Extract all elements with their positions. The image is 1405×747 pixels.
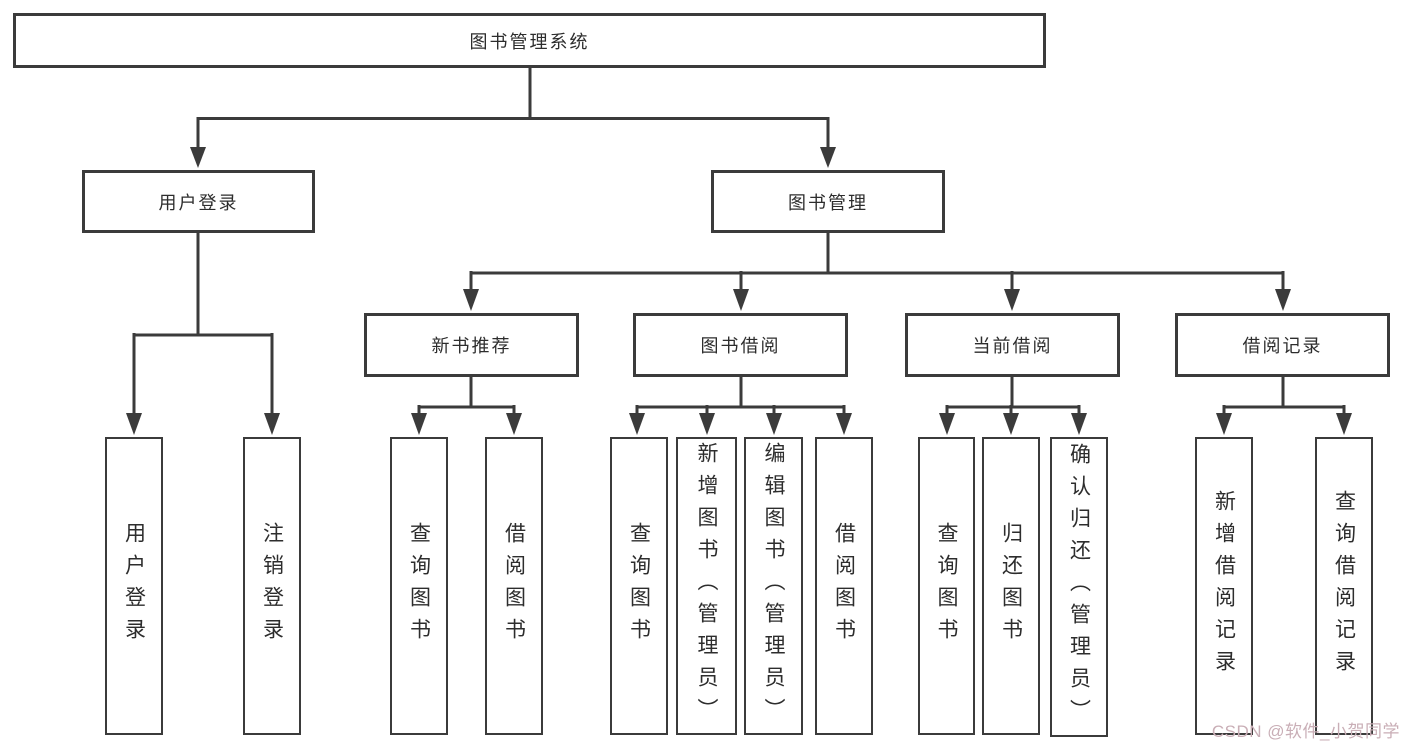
node-label: 查询图书 [407,522,431,650]
leaf-add-borrow-record: 新增借阅记录 [1195,437,1253,735]
leaf-borrow-book: 借阅图书 [815,437,873,735]
node-label: 编辑图书（管理员） [762,442,785,730]
leaf-user-login: 用户登录 [105,437,163,735]
leaf-borrow-query-book: 查询图书 [610,437,668,735]
node-book-borrow: 图书借阅 [633,313,848,377]
leaf-current-query-book: 查询图书 [918,437,975,735]
leaf-logout: 注销登录 [243,437,301,735]
leaf-recommend-borrow-book: 借阅图书 [485,437,543,735]
node-current-borrow: 当前借阅 [905,313,1120,377]
leaf-add-book-admin: 新增图书（管理员） [676,437,737,735]
node-new-book-recommend: 新书推荐 [364,313,579,377]
node-label: 新增图书（管理员） [695,442,718,730]
node-label: 借阅图书 [502,522,526,650]
node-label: 查询借阅记录 [1332,490,1356,682]
node-library-management-system: 图书管理系统 [13,13,1046,68]
leaf-confirm-return-admin: 确认归还（管理员） [1050,437,1108,737]
node-borrow-record: 借阅记录 [1175,313,1390,377]
node-label: 借阅记录 [1242,336,1323,356]
node-label: 新书推荐 [431,336,512,356]
node-label: 新增借阅记录 [1212,490,1236,682]
node-label: 借阅图书 [832,522,856,650]
node-label: 图书借阅 [700,336,781,356]
leaf-query-borrow-record: 查询借阅记录 [1315,437,1373,735]
node-label: 注销登录 [260,522,284,650]
node-user-login: 用户登录 [82,170,315,233]
node-label: 用户登录 [158,192,239,213]
node-label: 当前借阅 [972,336,1053,356]
node-label: 确认归还（管理员） [1067,443,1091,731]
node-label: 图书管理 [788,192,868,213]
node-book-management: 图书管理 [711,170,945,233]
leaf-edit-book-admin: 编辑图书（管理员） [744,437,803,735]
csdn-watermark: CSDN @软件_小贺同学 [1211,722,1400,741]
leaf-return-book: 归还图书 [982,437,1040,735]
leaf-recommend-query-book: 查询图书 [390,437,448,735]
node-label: 查询图书 [935,522,958,650]
node-label: 查询图书 [627,522,651,650]
node-label: 归还图书 [999,522,1023,650]
node-label: 图书管理系统 [469,31,590,52]
node-label: 用户登录 [122,522,146,650]
